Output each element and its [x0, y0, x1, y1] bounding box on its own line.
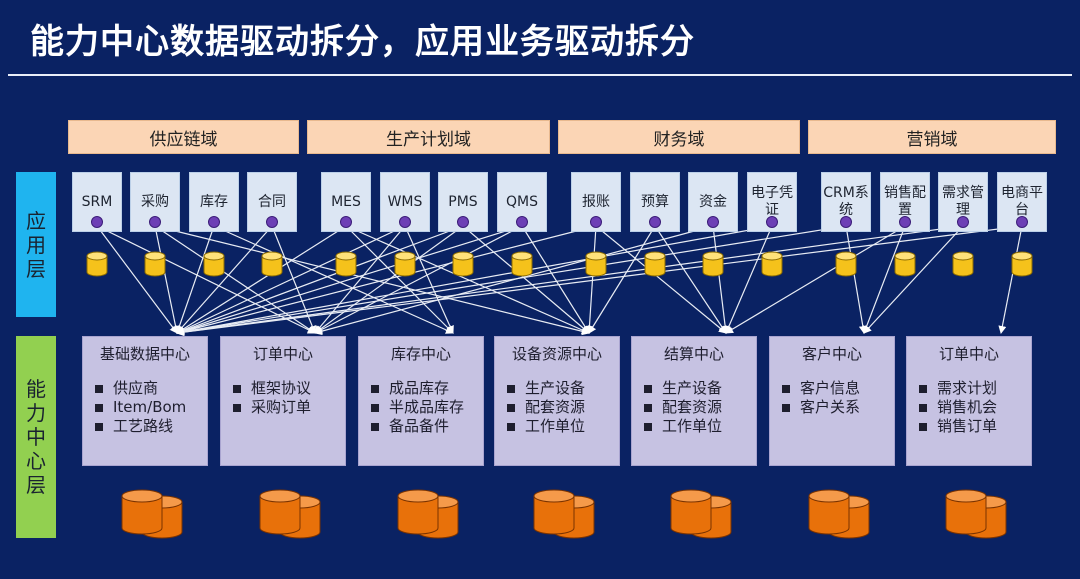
app-layer-char: 用 — [26, 232, 46, 257]
app-wms[interactable]: WMS — [380, 172, 430, 232]
center-item: 工作单位 — [644, 417, 722, 436]
center-item: 客户信息 — [782, 379, 860, 398]
center-settlement[interactable]: 结算中心 生产设备 配套资源 工作单位 — [631, 336, 757, 466]
app-funds[interactable]: 资金 — [688, 172, 738, 232]
cache-cylinder-icon — [761, 251, 783, 277]
cache-cylinder-icon — [952, 251, 974, 277]
app-connector-dot — [957, 216, 969, 228]
center-item: 配套资源 — [507, 398, 585, 417]
domain-supply-chain: 供应链域 — [68, 120, 299, 154]
center-item: 销售机会 — [919, 398, 997, 417]
center-item: 需求计划 — [919, 379, 997, 398]
center-item: Item/Bom — [95, 398, 186, 417]
capability-layer-label: 能 力 中 心 层 — [16, 336, 56, 538]
capability-layer-char: 能 — [26, 377, 46, 401]
app-connector-dot — [1016, 216, 1028, 228]
cache-cylinder-icon — [86, 251, 108, 277]
center-item: 销售订单 — [919, 417, 997, 436]
center-item: 工艺路线 — [95, 417, 186, 436]
app-connector-dot — [208, 216, 220, 228]
center-item: 生产设备 — [507, 379, 585, 398]
center-item: 客户关系 — [782, 398, 860, 417]
cache-cylinder-icon — [144, 251, 166, 277]
cache-cylinder-icon — [511, 251, 533, 277]
center-item: 框架协议 — [233, 379, 311, 398]
app-connector-dot — [91, 216, 103, 228]
database-icon — [121, 489, 183, 539]
center-item: 工作单位 — [507, 417, 585, 436]
center-customer[interactable]: 客户中心 客户信息 客户关系 — [769, 336, 895, 466]
cache-cylinder-icon — [1011, 251, 1033, 277]
center-basic-data[interactable]: 基础数据中心 供应商 Item/Bom 工艺路线 — [82, 336, 208, 466]
center-item: 备品备件 — [371, 417, 464, 436]
cache-cylinder-icon — [452, 251, 474, 277]
database-icon — [808, 489, 870, 539]
app-layer-char: 应 — [26, 208, 46, 233]
cache-cylinder-icon — [644, 251, 666, 277]
database-icon — [397, 489, 459, 539]
center-title: 基础数据中心 — [99, 345, 190, 363]
app-connector-dot — [899, 216, 911, 228]
cache-cylinder-icon — [203, 251, 225, 277]
app-layer-label: 应 用 层 — [16, 172, 56, 317]
app-connector-dot — [149, 216, 161, 228]
center-item: 成品库存 — [371, 379, 464, 398]
capability-layer-char: 中 — [26, 425, 46, 449]
app-connector-dot — [590, 216, 602, 228]
database-icon — [533, 489, 595, 539]
capability-layer-char: 力 — [26, 401, 46, 425]
app-connector-dot — [840, 216, 852, 228]
app-connector-dot — [766, 216, 778, 228]
center-inventory[interactable]: 库存中心 成品库存 半成品库存 备品备件 — [358, 336, 484, 466]
database-icon — [945, 489, 1007, 539]
center-item: 生产设备 — [644, 379, 722, 398]
center-order-sales[interactable]: 订单中心 需求计划 销售机会 销售订单 — [906, 336, 1032, 466]
center-equipment-resource[interactable]: 设备资源中心 生产设备 配套资源 工作单位 — [494, 336, 620, 466]
cache-cylinder-icon — [335, 251, 357, 277]
center-title: 订单中心 — [252, 345, 313, 363]
cache-cylinder-icon — [585, 251, 607, 277]
center-order-supply[interactable]: 订单中心 框架协议 采购订单 — [220, 336, 346, 466]
center-title: 结算中心 — [663, 345, 724, 363]
app-connector-dot — [516, 216, 528, 228]
capability-layer-char: 心 — [26, 449, 46, 473]
center-item: 采购订单 — [233, 398, 311, 417]
database-icon — [670, 489, 732, 539]
cache-cylinder-icon — [835, 251, 857, 277]
cache-cylinder-icon — [261, 251, 283, 277]
app-layer-char: 层 — [26, 256, 46, 281]
app-connector-dot — [399, 216, 411, 228]
cache-cylinder-icon — [394, 251, 416, 277]
domain-production-planning: 生产计划域 — [307, 120, 550, 154]
app-connector-dot — [340, 216, 352, 228]
title-underline — [8, 74, 1072, 76]
domain-finance: 财务域 — [558, 120, 800, 154]
center-title: 订单中心 — [938, 345, 999, 363]
capability-layer-char: 层 — [26, 473, 46, 497]
domain-marketing: 营销域 — [808, 120, 1056, 154]
app-connector-dot — [266, 216, 278, 228]
center-title: 客户中心 — [801, 345, 862, 363]
page-title: 能力中心数据驱动拆分，应用业务驱动拆分 — [30, 22, 695, 62]
center-item: 半成品库存 — [371, 398, 464, 417]
app-procurement[interactable]: 采购 — [130, 172, 180, 232]
database-icon — [259, 489, 321, 539]
center-title: 设备资源中心 — [511, 345, 602, 363]
cache-cylinder-icon — [894, 251, 916, 277]
center-title: 库存中心 — [390, 345, 451, 363]
app-connector-dot — [649, 216, 661, 228]
cache-cylinder-icon — [702, 251, 724, 277]
center-item: 配套资源 — [644, 398, 722, 417]
center-item: 供应商 — [95, 379, 186, 398]
app-connector-dot — [457, 216, 469, 228]
app-connector-dot — [707, 216, 719, 228]
